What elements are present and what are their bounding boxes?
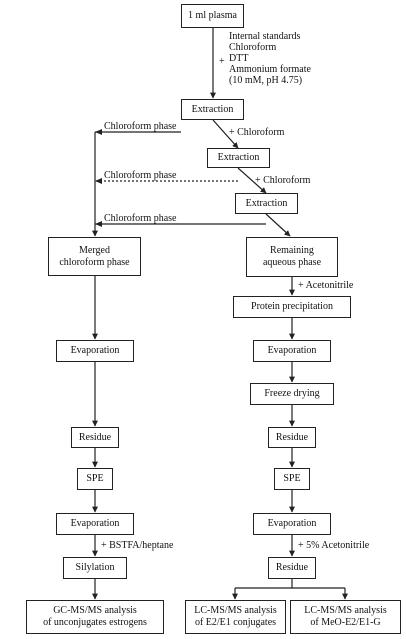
reagents-plus-label: + xyxy=(219,56,225,67)
silylation-box: Silylation xyxy=(63,557,127,579)
residue-final-box: Residue xyxy=(268,557,316,579)
evaporation-2-right-box: Evaporation xyxy=(253,513,331,535)
evaporation-right-box: Evaporation xyxy=(253,340,331,362)
spe-right-box: SPE xyxy=(274,468,310,490)
lc-msms-meo-box: LC-MS/MS analysis of MeO-E2/E1-G xyxy=(290,600,401,634)
arrow-extraction3-remaining xyxy=(265,213,291,237)
freeze-drying-box: Freeze drying xyxy=(250,383,334,405)
add-5-acetonitrile-label: + 5% Acetonitrile xyxy=(298,540,370,551)
arrow-extraction2-extraction3 xyxy=(237,167,267,194)
merged-chloroform-phase-box: Merged chloroform phase xyxy=(48,237,141,276)
reagents-label: Internal standards Chloroform DTT Ammoni… xyxy=(229,31,311,86)
chloroform-phase-2-label: Chloroform phase xyxy=(104,170,177,181)
spe-left-box: SPE xyxy=(77,468,113,490)
residue-left-box: Residue xyxy=(71,427,119,448)
chloroform-phase-3-label: Chloroform phase xyxy=(104,213,177,224)
residue-right-box: Residue xyxy=(268,427,316,448)
protein-precipitation-box: Protein precipitation xyxy=(233,296,351,318)
arrow-extraction1-extraction2 xyxy=(212,119,239,149)
extraction-1-box: Extraction xyxy=(181,99,244,120)
extraction-3-box: Extraction xyxy=(235,193,298,214)
extraction-2-box: Extraction xyxy=(207,148,270,168)
arrowhead-chloroform-3 xyxy=(95,221,102,227)
plasma-box: 1 ml plasma xyxy=(181,4,244,28)
evaporation-2-left-box: Evaporation xyxy=(56,513,134,535)
arrowhead-chloroform-2 xyxy=(95,178,102,184)
add-chloroform-2-label: + Chloroform xyxy=(255,175,311,186)
evaporation-left-box: Evaporation xyxy=(56,340,134,362)
remaining-aqueous-phase-box: Remaining aqueous phase xyxy=(246,237,338,277)
arrowhead-chloroform-1 xyxy=(95,129,102,135)
add-acetonitrile-label: + Acetonitrile xyxy=(298,280,354,291)
gc-msms-analysis-box: GC-MS/MS analysis of unconjugates estrog… xyxy=(26,600,164,634)
chloroform-phase-1-label: Chloroform phase xyxy=(104,121,177,132)
add-chloroform-1-label: + Chloroform xyxy=(229,127,285,138)
lc-msms-conjugates-box: LC-MS/MS analysis of E2/E1 conjugates xyxy=(185,600,286,634)
add-bstfa-label: + BSTFA/heptane xyxy=(101,540,174,551)
